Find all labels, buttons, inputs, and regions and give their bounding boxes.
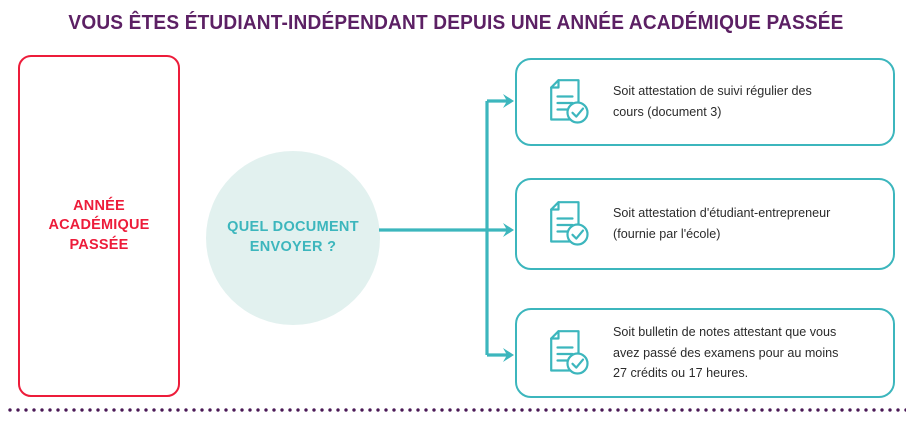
page-title: VOUS ÊTES ÉTUDIANT-INDÉPENDANT DEPUIS UN… <box>68 11 844 34</box>
question-circle-label: QUEL DOCUMENT ENVOYER ? <box>227 219 359 255</box>
document-check-icon <box>550 79 589 124</box>
option-card-1: Soit attestation de suivi régulier des c… <box>515 58 895 146</box>
past-academic-year-card: ANNÉE ACADÉMIQUE PASSÉE <box>18 55 180 397</box>
past-academic-year-label: ANNÉE ACADÉMIQUE PASSÉE <box>48 197 150 253</box>
arrowhead-1 <box>503 94 514 108</box>
option-card-3: Soit bulletin de notes attestant que vou… <box>515 308 895 398</box>
bottom-dotted-rule <box>6 408 906 412</box>
question-circle: QUEL DOCUMENT ENVOYER ? <box>206 151 380 325</box>
arrowhead-2 <box>503 223 514 237</box>
arrowhead-3 <box>503 348 514 362</box>
document-check-icon <box>550 201 589 246</box>
option-card-2-text: Soit attestation d'étudiant-entrepreneur… <box>613 206 831 241</box>
option-card-2: Soit attestation d'étudiant-entrepreneur… <box>515 178 895 270</box>
option-card-1-text: Soit attestation de suivi régulier des c… <box>613 84 812 119</box>
document-check-icon <box>550 330 589 375</box>
option-card-3-text: Soit bulletin de notes attestant que vou… <box>613 324 839 381</box>
